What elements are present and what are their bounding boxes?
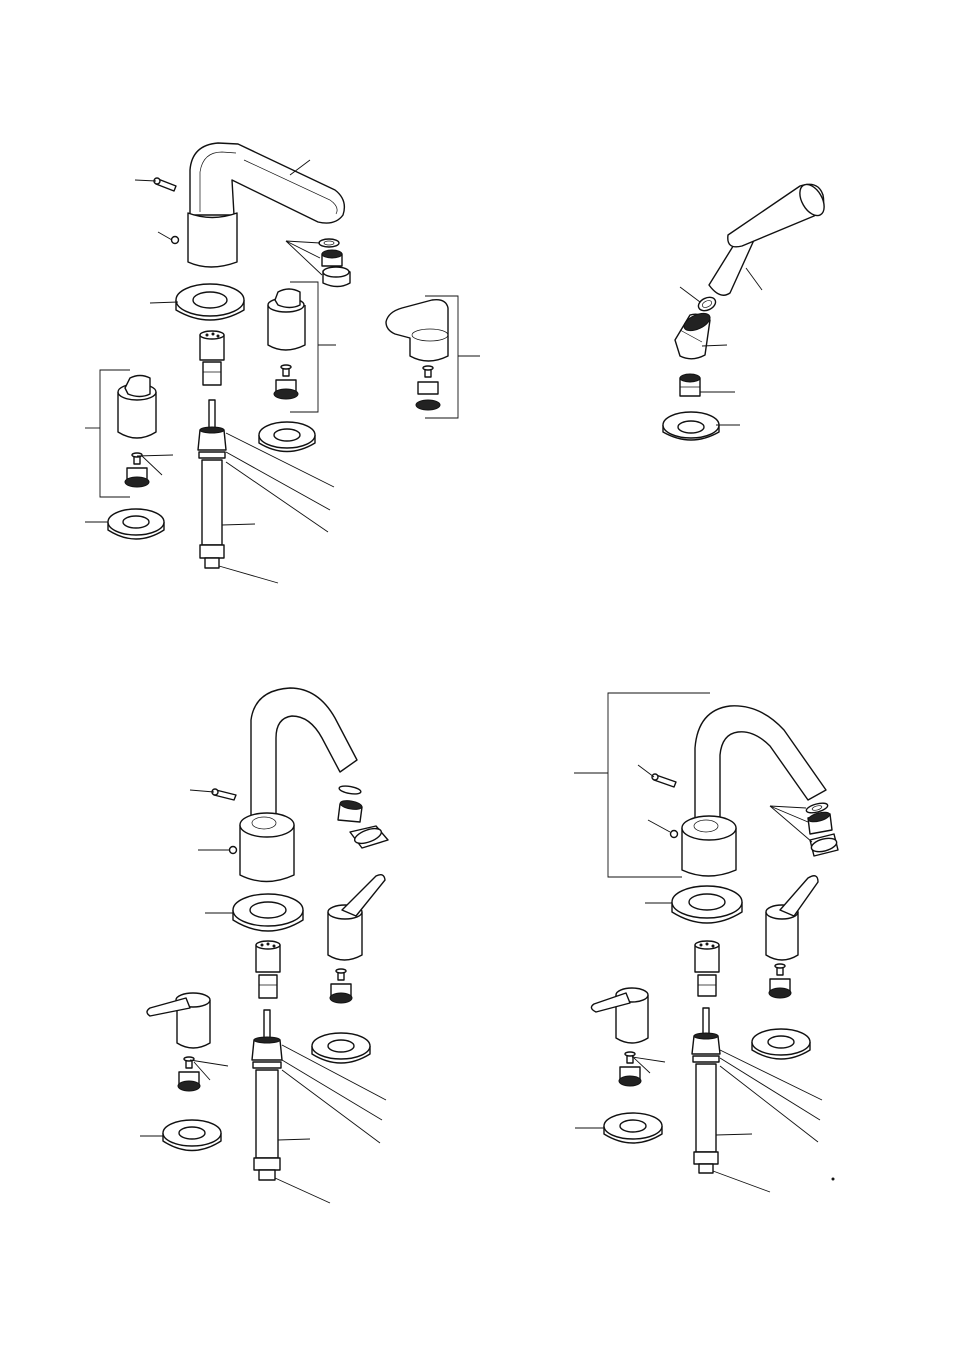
gooseneck-escutcheon [233,894,303,931]
gooseneck-right-adapter [330,969,352,1003]
angled-right-adapter [769,964,791,998]
gooseneck-left-adapter [178,1057,200,1091]
left-handle-escutcheon [108,509,164,539]
right-handle-adapter [274,365,298,399]
angled-right-lever [766,876,818,960]
angled-spout-escutcheon [672,886,742,923]
square-spout-assembly [85,143,480,583]
handshower-assembly [663,180,829,440]
gooseneck-left-lever [147,993,210,1048]
handshower-head [709,180,829,295]
angled-right-escutcheon [752,1029,810,1059]
valve-body [198,400,226,568]
angled-spout-pin [652,774,676,787]
square-spout [188,143,344,267]
gooseneck-spout [240,688,357,882]
spout-escutcheon [176,284,244,320]
angled-spout-set-screw [671,831,678,838]
lever-handle-adapter [416,366,440,410]
set-screw [172,237,179,244]
gooseneck-valve-body [252,1010,282,1180]
angled-spout-aerator [805,801,838,856]
aerator-parts [319,239,350,287]
spout-adapter [200,331,224,385]
gooseneck-right-escutcheon [312,1033,370,1063]
angled-spout-valve-body [692,1008,720,1173]
angled-left-escutcheon [604,1113,662,1143]
angled-spout-assembly [574,693,838,1192]
angled-left-adapter [619,1052,641,1086]
angled-spout [682,706,826,876]
left-square-handle [118,376,156,439]
gooseneck-right-lever [328,875,385,960]
right-handle-escutcheon [259,422,315,452]
angled-left-lever [591,988,648,1043]
gooseneck-set-screw [230,847,237,854]
right-square-handle [268,289,305,350]
angled-spout-adapter [695,941,719,996]
gooseneck-left-escutcheon [163,1120,221,1151]
lever-handle [386,300,448,361]
handshower-escutcheon [663,412,719,440]
left-handle-adapter [125,453,149,487]
lift-rod-pin [154,178,176,191]
handshower-holder [675,310,713,359]
handshower-washer [696,295,717,313]
gooseneck-adapter [256,941,280,998]
handshower-nut [680,374,700,396]
gooseneck-pin [212,789,236,800]
gooseneck-assembly [140,688,388,1203]
gooseneck-aerator [338,785,388,848]
